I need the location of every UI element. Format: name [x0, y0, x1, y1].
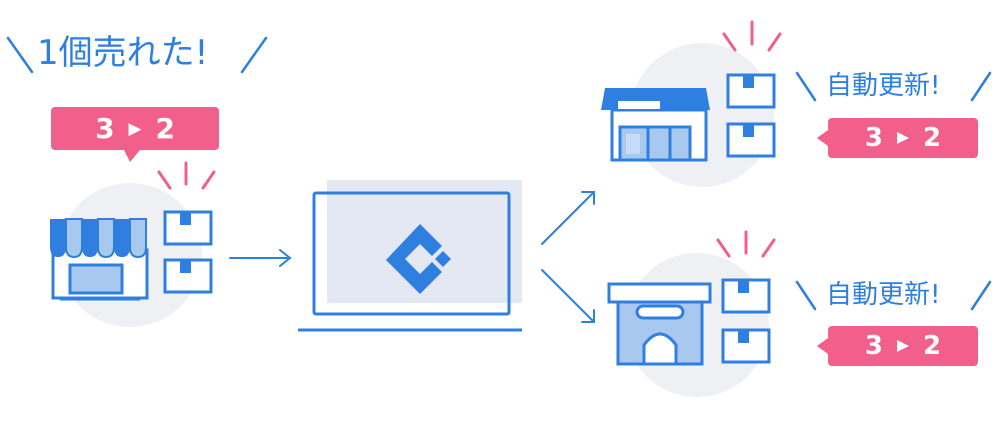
spark-bottom-right: [716, 230, 776, 258]
stock-tag-bottom: 3 ▶ 2: [828, 326, 978, 366]
store-building-icon: [601, 88, 710, 162]
box-icon: [726, 73, 776, 109]
store-arch-icon: [607, 282, 712, 366]
stock-after: 2: [155, 111, 175, 145]
laptop-icon: [298, 180, 522, 332]
box-icon: [163, 210, 213, 246]
update-tag-bottom-pointer: [817, 338, 828, 354]
play-arrow-icon: ▶: [897, 336, 909, 355]
stock-tag-top: 3 ▶ 2: [828, 118, 978, 158]
sold-title: 1個売れた!: [37, 33, 209, 73]
arrow-right-icon: [229, 249, 292, 267]
shop-awning-icon: [50, 218, 149, 301]
play-arrow-icon: ▶: [897, 128, 909, 147]
spark-left: [157, 161, 216, 190]
stock-after: 2: [923, 123, 942, 153]
stock-before: 3: [95, 111, 115, 145]
update-title-slashes-bottom: [795, 280, 992, 311]
arrow-down-right-icon: [541, 269, 595, 323]
box-icon: [726, 122, 776, 158]
stock-after: 2: [923, 331, 942, 361]
play-arrow-icon: ▶: [128, 118, 142, 139]
stock-tag-sold: 3 ▶ 2: [51, 107, 219, 150]
update-title-bottom: 自動更新!: [826, 280, 941, 310]
stock-before: 3: [864, 331, 883, 361]
update-title-top: 自動更新!: [826, 71, 941, 101]
app-logo-icon: [386, 224, 451, 294]
stock-before: 3: [864, 123, 883, 153]
update-tag-top-pointer: [817, 130, 828, 146]
sold-title-slashes: [6, 36, 268, 74]
arrow-up-right-icon: [541, 191, 595, 245]
spark-top-right: [722, 20, 782, 52]
update-title-slashes-top: [795, 71, 992, 102]
box-icon: [163, 258, 213, 294]
sold-tag-pointer: [124, 150, 140, 162]
box-icon: [721, 328, 771, 364]
box-icon: [721, 278, 771, 314]
